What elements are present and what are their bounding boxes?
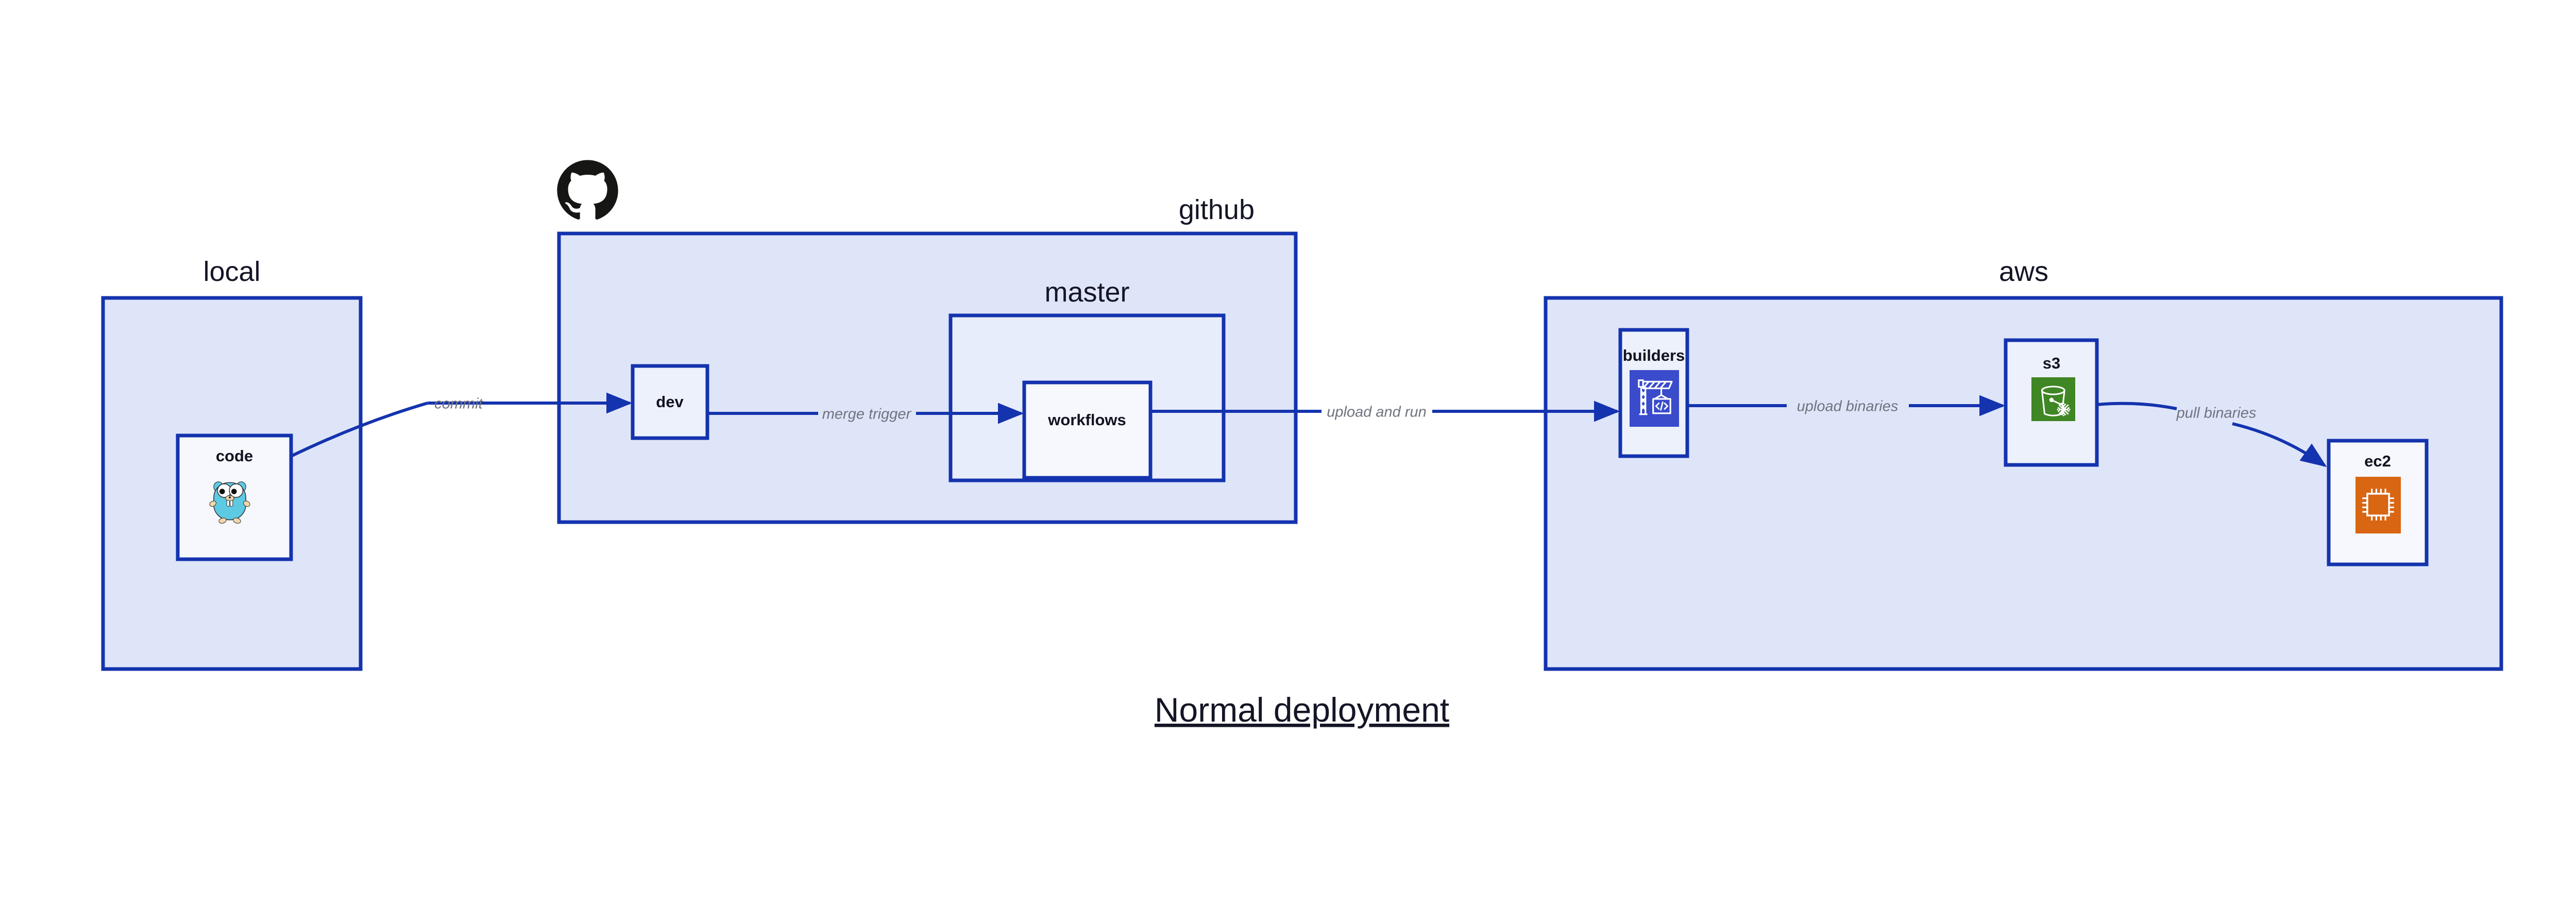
edge-upload-binaries: upload binaries — [1687, 395, 2006, 416]
group-label-github: github — [1179, 194, 1255, 225]
edge-commit: commit — [290, 392, 633, 458]
edge-label-commit: commit — [434, 396, 483, 412]
node-builders[interactable]: builders — [1618, 328, 1689, 458]
node-label-builders: builders — [1623, 346, 1685, 364]
group-label-aws: aws — [1999, 256, 2048, 287]
node-label-s3: s3 — [2043, 354, 2060, 372]
node-label-ec2: ec2 — [2364, 452, 2391, 470]
node-label-dev: dev — [656, 393, 684, 411]
edge-label-upload-binaries: upload binaries — [1797, 398, 1899, 415]
edge-label-merge-trigger: merge trigger — [822, 406, 912, 423]
node-ec2[interactable]: ec2 — [2327, 439, 2429, 566]
group-label-local: local — [203, 256, 260, 287]
node-label-workflows: workflows — [1047, 411, 1126, 429]
edge-label-upload-run: upload and run — [1327, 404, 1427, 421]
edge-pull-binaries: pull binaries — [2096, 402, 2327, 467]
node-workflows[interactable]: workflows — [1022, 380, 1153, 480]
diagram-title: Normal deployment — [1155, 691, 1449, 729]
node-code[interactable]: code — [176, 433, 293, 561]
node-dev[interactable]: dev — [631, 364, 709, 440]
edge-label-pull-binaries: pull binaries — [2176, 405, 2257, 422]
github-octocat-icon — [557, 160, 618, 220]
subgroup-label-master: master — [1044, 277, 1129, 308]
edge-upload-run: upload and run — [1150, 400, 1620, 422]
node-label-code: code — [216, 447, 253, 465]
aws-ec2-icon-bg — [2355, 477, 2401, 533]
node-s3[interactable]: s3 — [2004, 338, 2099, 467]
edge-merge-trigger: merge trigger — [707, 403, 1024, 424]
